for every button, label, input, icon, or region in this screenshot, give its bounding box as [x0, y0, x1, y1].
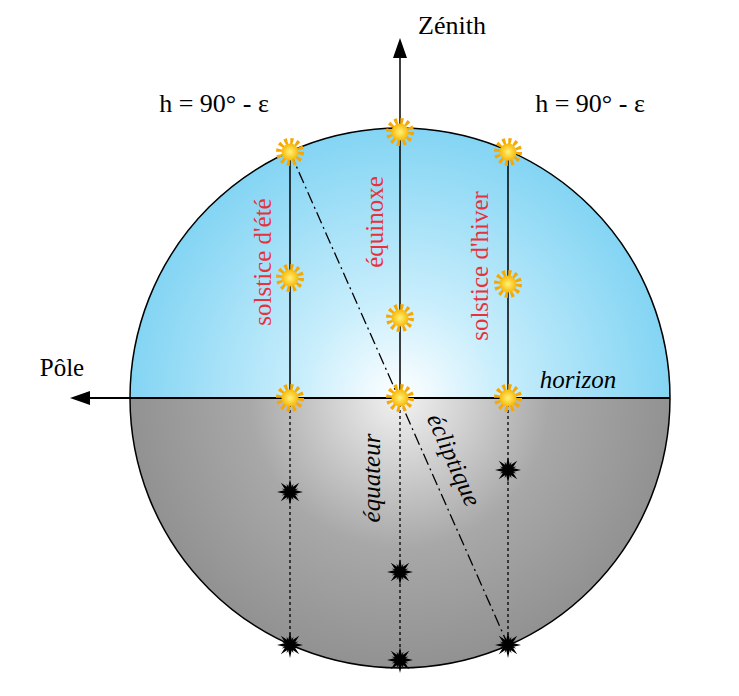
zenith-label: Zénith: [418, 12, 486, 41]
path-label: équinoxe: [361, 176, 389, 268]
pole-label: Pôle: [40, 354, 84, 382]
equator-label: équateur: [358, 434, 386, 523]
altitude-label: h = 90° - ε: [535, 90, 645, 119]
horizon-label: horizon: [540, 366, 616, 394]
altitude-label: h = 90° - ε: [159, 90, 269, 119]
path-label: solstice d'hiver: [466, 191, 494, 341]
path-label: solstice d'été: [249, 198, 277, 325]
